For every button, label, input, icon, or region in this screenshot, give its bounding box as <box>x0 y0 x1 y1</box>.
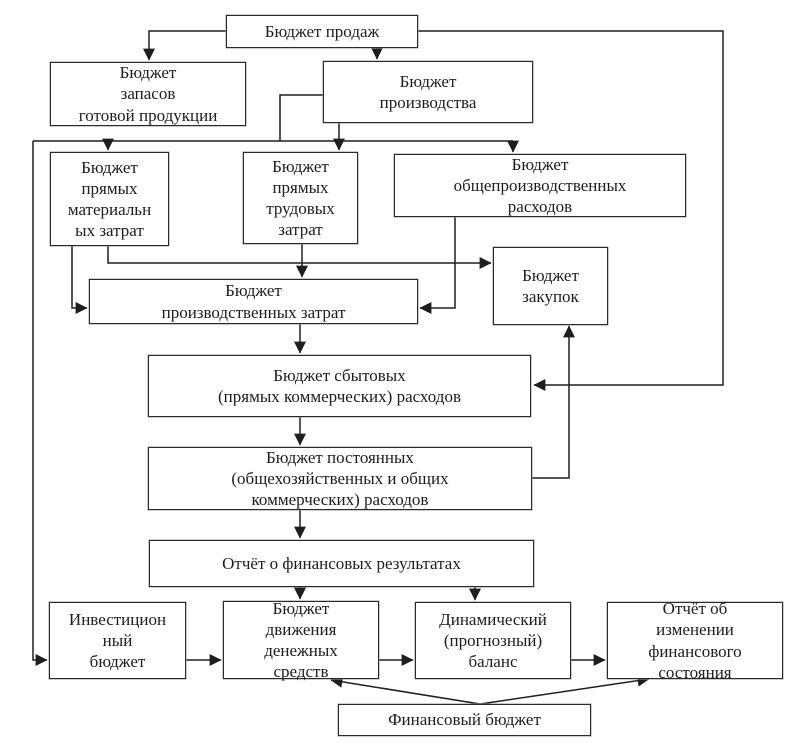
node-finished-goods-inventory-budget: Бюджет запасов готовой продукции <box>50 62 246 126</box>
node-selling-costs-budget: Бюджет сбытовых (прямых коммерческих) ра… <box>148 355 531 417</box>
node-investment-budget: Инвестицион ный бюджет <box>49 602 186 679</box>
edge-fixed-costs-to-purchases <box>531 325 575 479</box>
node-label: Бюджет общепроизводственных расходов <box>453 154 627 217</box>
node-direct-labor-budget: Бюджет прямых трудовых затрат <box>243 152 358 244</box>
node-production-budget: Бюджет производства <box>323 61 533 123</box>
node-label: Бюджет сбытовых (прямых коммерческих) ра… <box>218 365 461 406</box>
node-fixed-costs-budget: Бюджет постоянных (общехозяйственных и о… <box>148 447 532 510</box>
node-cash-flow-budget: Бюджет движения денежных средств <box>223 598 379 682</box>
node-label: Отчёт об изменении финансового состояния <box>648 599 742 682</box>
edge-sales-to-inventory <box>143 30 226 61</box>
node-forecast-balance: Динамический (прогнозный) баланс <box>415 602 571 679</box>
node-label: Бюджет прямых трудовых затрат <box>266 156 335 240</box>
node-label: Бюджет движения денежных средств <box>264 598 338 682</box>
node-label: Динамический (прогнозный) баланс <box>439 609 547 672</box>
node-direct-materials-budget: Бюджет прямых материальн ых затрат <box>50 152 169 246</box>
node-overhead-budget: Бюджет общепроизводственных расходов <box>394 154 686 217</box>
node-sales-budget: Бюджет продаж <box>226 15 418 48</box>
node-label: Бюджет прямых материальн ых затрат <box>67 157 152 241</box>
node-financial-budget: Финансовый бюджет <box>338 704 591 736</box>
edge-materials-to-production-costs <box>71 246 88 314</box>
node-income-statement: Отчёт о финансовых результатах <box>149 540 534 587</box>
node-production-costs-budget: Бюджет производственных затрат <box>89 279 418 324</box>
edge-sales-to-selling-costs <box>418 30 724 391</box>
edge-finbudget-to-cash-flow <box>330 675 481 705</box>
node-label: Финансовый бюджет <box>388 710 541 730</box>
node-label: Бюджет постоянных (общехозяйственных и о… <box>231 447 449 510</box>
edge-production-fan-stem <box>279 94 323 141</box>
node-label: Бюджет производственных затрат <box>161 281 346 322</box>
node-label: Отчёт о финансовых результатах <box>222 553 461 573</box>
edge-production-to-investment <box>32 141 48 666</box>
node-label: Бюджет производства <box>379 71 477 112</box>
node-label: Бюджет продаж <box>264 21 380 41</box>
edge-finbudget-to-financial-state <box>479 674 650 705</box>
edge-overhead-to-production-costs <box>419 217 456 314</box>
node-label: Бюджет закупок <box>522 265 579 306</box>
edge-materials-to-purchases <box>107 246 492 269</box>
node-label: Бюджет запасов готовой продукции <box>78 63 218 125</box>
node-purchases-budget: Бюджет закупок <box>493 247 608 325</box>
node-label: Инвестицион ный бюджет <box>68 609 167 672</box>
node-financial-state-report: Отчёт об изменении финансового состояния <box>607 599 783 682</box>
